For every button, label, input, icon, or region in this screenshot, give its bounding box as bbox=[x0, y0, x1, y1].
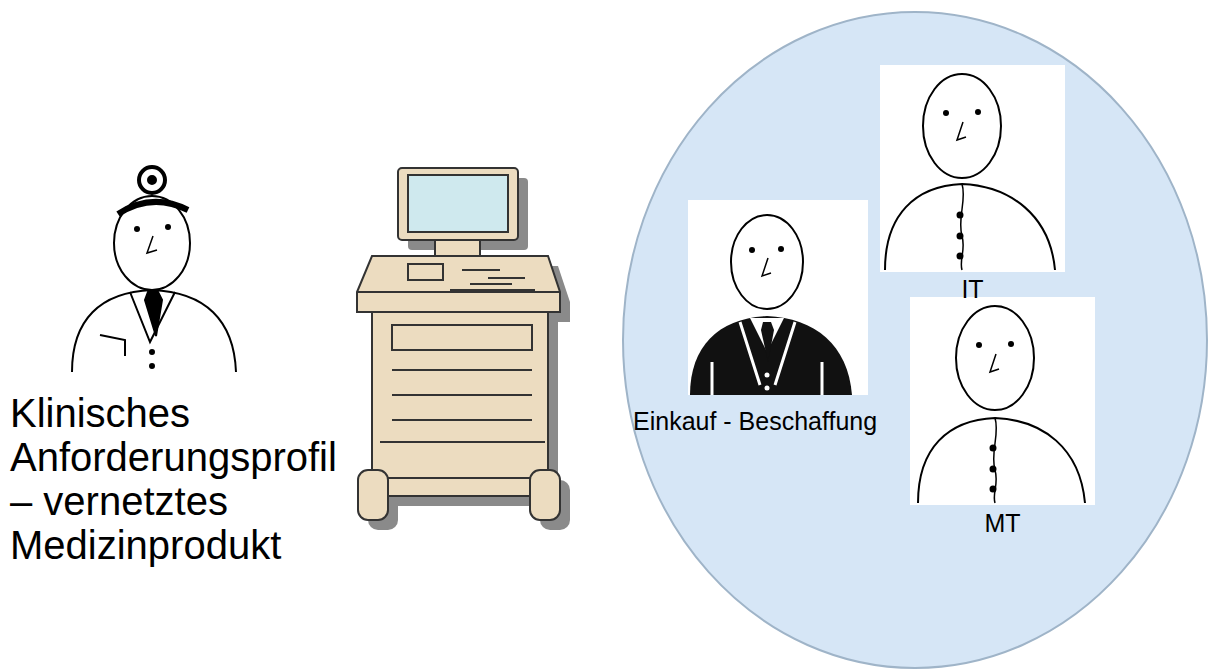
node-label: Einkauf - Beschaffung bbox=[633, 406, 963, 436]
person-box: IT bbox=[880, 65, 1065, 304]
purchaser-figure bbox=[688, 200, 868, 395]
node-label: MT bbox=[910, 508, 1095, 538]
node-label: IT bbox=[880, 274, 1065, 304]
group-ellipse bbox=[623, 12, 1207, 668]
person-box: MT bbox=[910, 297, 1095, 538]
mt-figure bbox=[910, 297, 1095, 505]
person-box: Einkauf - Beschaffung bbox=[633, 200, 963, 436]
it-figure bbox=[880, 65, 1065, 272]
requirement-profile: Klinisches Anforderungsprofil – vernetzt… bbox=[10, 165, 370, 567]
ultrasound-device bbox=[357, 168, 560, 520]
doctor-figure bbox=[72, 167, 236, 372]
node-label: Klinisches Anforderungsprofil – vernetzt… bbox=[10, 391, 370, 567]
